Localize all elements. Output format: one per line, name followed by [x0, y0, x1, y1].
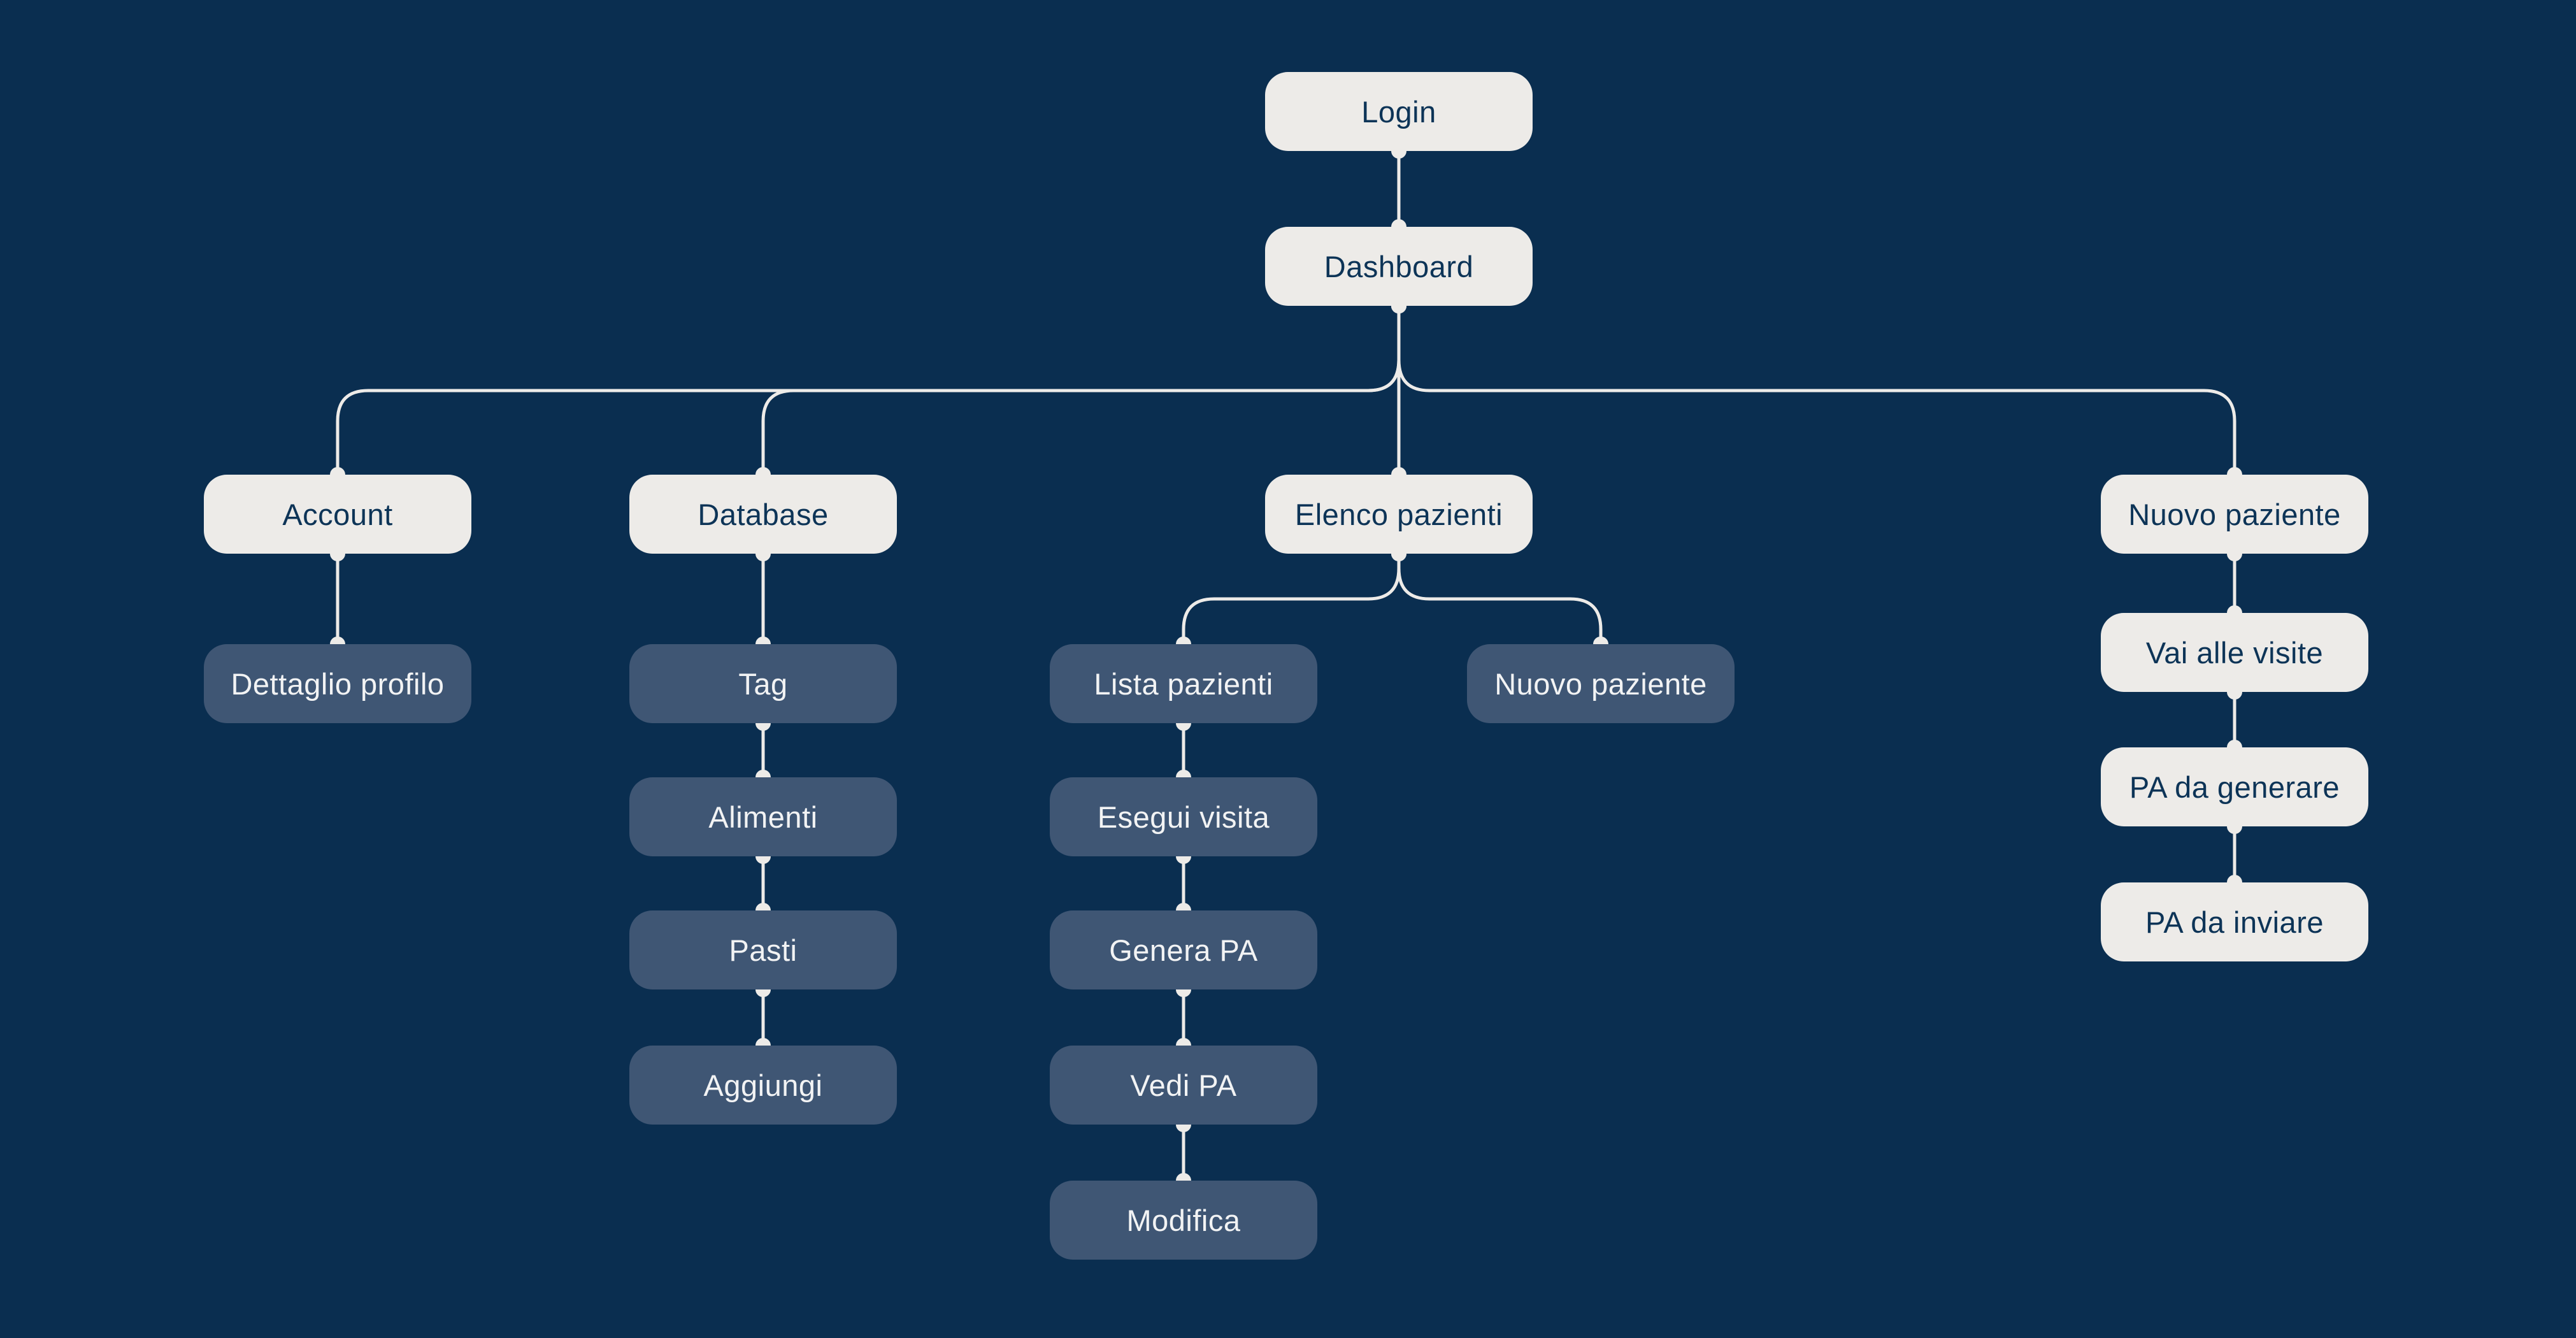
edge-dashboard-to-database: [761, 306, 1401, 475]
node-label: Lista pazienti: [1094, 666, 1273, 701]
node-label: Account: [282, 497, 393, 531]
node-nuovo-paziente-mid[interactable]: Nuovo paziente: [1467, 644, 1735, 723]
edge-elenco-pazienti-to-lista-pazienti: [1182, 554, 1401, 644]
node-vedi-pa[interactable]: Vedi PA: [1050, 1046, 1317, 1125]
node-pasti[interactable]: Pasti: [629, 910, 897, 989]
node-label: Nuovo paziente: [2128, 497, 2341, 531]
node-modifica[interactable]: Modifica: [1050, 1181, 1317, 1260]
node-dashboard[interactable]: Dashboard: [1265, 227, 1533, 306]
edge-elenco-pazienti-to-nuovo-paziente-mid: [1397, 554, 1603, 644]
node-label: Database: [698, 497, 829, 531]
node-elenco-pazienti[interactable]: Elenco pazienti: [1265, 475, 1533, 554]
node-label: Login: [1361, 94, 1436, 129]
node-label: Pasti: [729, 933, 798, 967]
node-alimenti[interactable]: Alimenti: [629, 777, 897, 856]
node-aggiungi[interactable]: Aggiungi: [629, 1046, 897, 1125]
node-label: Vai alle visite: [2145, 635, 2324, 670]
node-lista-pazienti[interactable]: Lista pazienti: [1050, 644, 1317, 723]
node-pa-da-inviare[interactable]: PA da inviare: [2101, 882, 2368, 961]
node-label: Vedi PA: [1130, 1068, 1237, 1102]
node-label: Genera PA: [1109, 933, 1258, 967]
node-account[interactable]: Account: [204, 475, 471, 554]
node-vai-alle-visite[interactable]: Vai alle visite: [2101, 613, 2368, 692]
node-login[interactable]: Login: [1265, 72, 1533, 151]
node-label: Modifica: [1126, 1203, 1241, 1237]
node-label: Tag: [738, 666, 788, 701]
node-genera-pa[interactable]: Genera PA: [1050, 910, 1317, 989]
node-dettaglio-profilo[interactable]: Dettaglio profilo: [204, 644, 471, 723]
node-label: Elenco pazienti: [1294, 497, 1503, 531]
node-esegui-visita[interactable]: Esegui visita: [1050, 777, 1317, 856]
node-label: Alimenti: [708, 800, 818, 834]
node-label: PA da inviare: [2145, 905, 2324, 939]
node-label: Nuovo paziente: [1494, 666, 1707, 701]
node-label: Dashboard: [1324, 249, 1474, 284]
node-nuovo-paziente-dx[interactable]: Nuovo paziente: [2101, 475, 2368, 554]
edge-dashboard-to-nuovo-paziente-dx: [1397, 306, 2236, 475]
node-label: Aggiungi: [703, 1068, 823, 1102]
node-database[interactable]: Database: [629, 475, 897, 554]
node-pa-da-generare[interactable]: PA da generare: [2101, 747, 2368, 826]
node-label: Esegui visita: [1097, 800, 1270, 834]
node-label: Dettaglio profilo: [231, 666, 445, 701]
node-tag[interactable]: Tag: [629, 644, 897, 723]
node-label: PA da generare: [2129, 770, 2340, 804]
